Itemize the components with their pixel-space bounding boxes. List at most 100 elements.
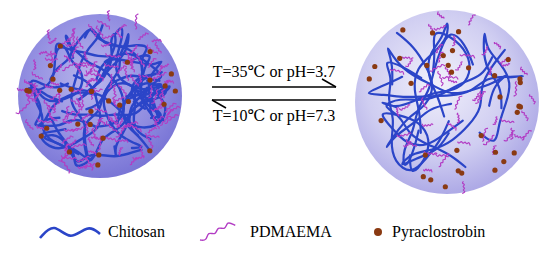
pdmaema-chain — [104, 63, 118, 67]
pyraclostrobin-dot — [515, 110, 520, 115]
pyraclostrobin-dot — [173, 88, 178, 93]
pdmaema-chain — [522, 111, 528, 121]
pyraclostrobin-dot — [492, 168, 497, 173]
pdmaema-chain — [407, 139, 417, 147]
pdmaema-chain — [66, 106, 69, 119]
pdmaema-chain — [521, 67, 528, 75]
chitosan-chain — [85, 29, 142, 135]
pdmaema-chain — [139, 74, 142, 83]
pdmaema-chain — [468, 15, 476, 25]
pdmaema-chain — [117, 66, 127, 73]
pyraclostrobin-dot — [428, 177, 433, 182]
pdmaema-chain — [429, 24, 435, 35]
pyraclostrobin-dot — [147, 49, 152, 54]
pdmaema-chain — [68, 140, 77, 145]
compact-particle — [18, 14, 182, 178]
pdmaema-chain — [107, 11, 110, 22]
pdmaema-chain — [430, 65, 445, 72]
pyraclostrobin-dot — [372, 64, 377, 69]
pdmaema-chain — [436, 45, 443, 53]
pdmaema-chain — [89, 24, 97, 37]
pdmaema-chain — [140, 145, 144, 158]
pdmaema-chain — [116, 140, 128, 143]
pdmaema-chain — [472, 94, 479, 101]
pdmaema-chain — [156, 66, 162, 75]
pyraclostrobin-dot — [456, 29, 461, 34]
pdmaema-chain — [81, 115, 91, 121]
pdmaema-chain — [16, 104, 29, 113]
pdmaema-chain — [130, 158, 139, 165]
pdmaema-chain — [151, 89, 158, 103]
pyraclostrobin-dot — [57, 88, 62, 93]
pdmaema-chain — [62, 159, 70, 173]
pdmaema-chain — [458, 142, 471, 146]
pyraclostrobin-dot — [147, 148, 152, 153]
pdmaema-chain — [85, 121, 88, 134]
pdmaema-chain — [72, 29, 75, 44]
pyraclostrobin-dot — [88, 109, 93, 114]
pdmaema-chain — [63, 111, 75, 119]
pdmaema-chain — [155, 42, 161, 53]
pyraclostrobin-dot — [459, 170, 464, 175]
pyraclostrobin-dot — [441, 53, 446, 58]
pdmaema-chain — [423, 169, 432, 172]
pdmaema-chain — [116, 30, 121, 38]
pdmaema-chain — [422, 124, 433, 127]
pdmaema-chain — [75, 65, 87, 68]
pdmaema-chain — [482, 47, 488, 55]
pyraclostrobin-dot — [408, 81, 413, 86]
pyraclostrobin-dot — [117, 103, 122, 108]
pyraclostrobin-dot — [397, 56, 402, 61]
pdmaema-chain — [462, 181, 465, 193]
pdmaema-chain — [86, 79, 95, 87]
pdmaema-chain — [119, 25, 127, 30]
pyraclostrobin-dot — [39, 133, 44, 138]
pdmaema-chain — [449, 78, 457, 83]
pdmaema-chain — [76, 156, 89, 162]
pdmaema-chain — [405, 58, 413, 67]
legend-sample — [374, 228, 382, 236]
pdmaema-chain — [390, 69, 403, 75]
pdmaema-chain — [501, 63, 510, 66]
pdmaema-chain — [493, 117, 498, 125]
pdmaema-chain — [148, 59, 157, 68]
pyraclostrobin-dot — [27, 89, 32, 94]
pyraclostrobin-dot — [492, 73, 497, 78]
condition-label: T=35℃ or pH=3.7 — [213, 62, 336, 81]
pyraclostrobin-dot — [512, 150, 517, 155]
pdmaema-chain — [480, 92, 486, 100]
pdmaema-chain — [95, 106, 107, 112]
pyraclostrobin-dot — [67, 149, 72, 154]
pdmaema-chain — [119, 84, 127, 96]
pyraclostrobin-dot — [446, 63, 451, 68]
pdmaema-chain — [47, 30, 50, 41]
pyraclostrobin-dot — [147, 77, 152, 82]
pdmaema-chain — [72, 47, 79, 57]
pdmaema-chain — [135, 14, 138, 29]
pyraclostrobin-dot — [424, 63, 429, 68]
pdmaema-chain — [88, 63, 96, 67]
pdmaema-chain — [128, 124, 141, 132]
pdmaema-chain — [84, 51, 87, 59]
pdmaema-chain — [80, 92, 84, 107]
chitosan-chain — [39, 44, 82, 126]
pyraclostrobin-dot — [466, 65, 471, 70]
reverse-arrow — [212, 99, 336, 101]
pyraclostrobin-dot — [106, 98, 111, 103]
chitosan-sample — [40, 228, 100, 238]
pyraclostrobin-dot — [430, 30, 435, 35]
pdmaema-chain — [452, 36, 455, 46]
swollen-particle — [355, 10, 539, 194]
pdmaema-chain — [457, 113, 460, 123]
pyraclostrobin-dot — [400, 27, 405, 32]
pdmaema-chain — [460, 54, 475, 58]
pdmaema-chain — [71, 109, 80, 120]
equilibrium-arrows — [212, 79, 336, 108]
pyraclostrobin-dot — [163, 83, 168, 88]
pdmaema-chain — [138, 33, 148, 40]
pdmaema-chain — [88, 89, 102, 93]
chitosan-chain — [388, 49, 506, 106]
pdmaema-chain — [167, 106, 180, 113]
pyraclostrobin-dot — [454, 148, 459, 153]
pyraclostrobin-dot — [125, 60, 130, 65]
